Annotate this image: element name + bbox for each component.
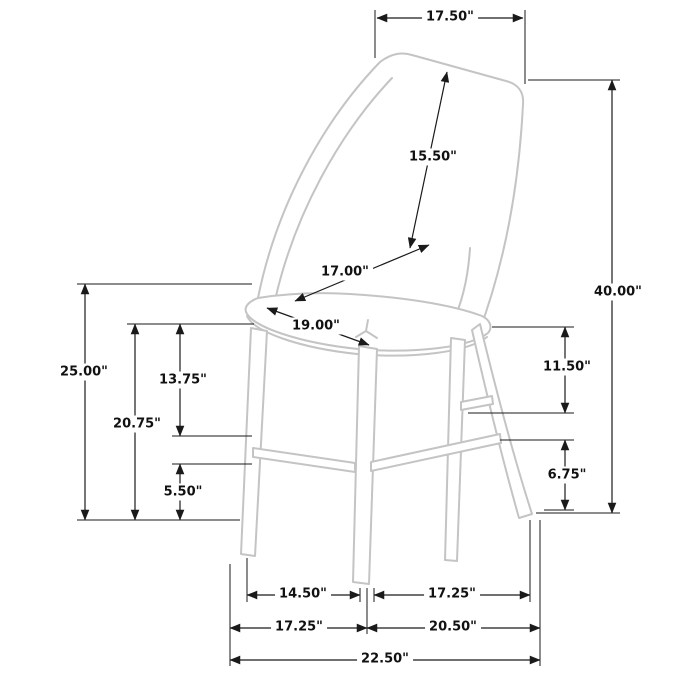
- chair-back-right-leg: [471, 323, 533, 519]
- dim-label-seat-diagonal: 17.00": [317, 263, 373, 281]
- chair-front-right-leg: [352, 345, 378, 585]
- chair-backrest-inner-edge: [275, 77, 393, 297]
- dim-label-seat-width: 19.00": [288, 317, 344, 335]
- dim-label-left-upper: 13.75": [155, 371, 211, 389]
- dim-label-bottom-row2-left: 17.25": [271, 618, 327, 636]
- chair-front-left-leg: [240, 327, 268, 557]
- dim-label-footrest-to-floor: 6.75": [543, 466, 591, 484]
- dim-label-seat-to-footrest: 11.50": [539, 358, 595, 376]
- chair-back-stretcher: [460, 395, 494, 411]
- dim-label-bottom-row1-left: 14.50": [275, 585, 331, 603]
- chair-drawing: [240, 52, 533, 585]
- dim-label-left-mid: 20.75": [109, 415, 165, 433]
- dim-label-top-width: 17.50": [422, 8, 478, 26]
- dim-label-bottom-row2-right: 20.50": [425, 618, 481, 636]
- dim-label-seat-height: 25.00": [56, 363, 112, 381]
- dim-label-overall-height: 40.00": [590, 283, 646, 301]
- chair-backrest: [257, 52, 525, 333]
- chair-side-stretcher: [370, 433, 502, 472]
- dim-label-bottom-row1-right: 17.25": [424, 585, 480, 603]
- dim-label-bottom-total: 22.50": [357, 650, 413, 668]
- chair-front-stretcher: [252, 447, 356, 473]
- dimension-lines: [80, 13, 617, 665]
- extension-lines: [77, 10, 620, 666]
- dim-label-left-lower: 5.50": [159, 483, 207, 501]
- dim-label-back-diagonal: 15.50": [405, 148, 461, 166]
